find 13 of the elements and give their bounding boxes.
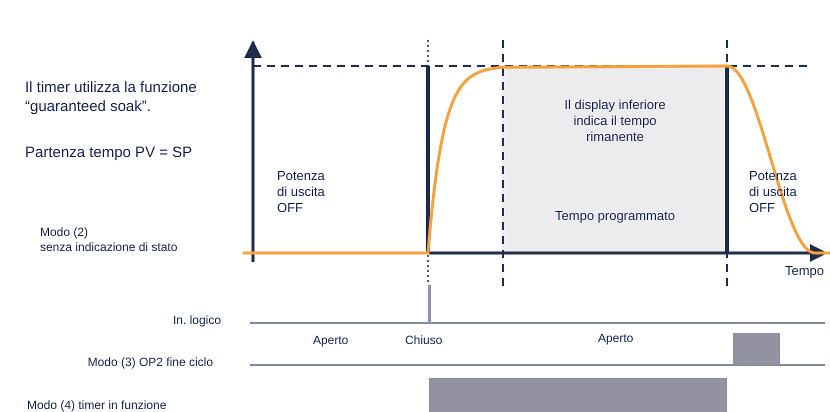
region-label: Tempo programmato — [555, 208, 675, 224]
axis-label: Tempo — [785, 263, 824, 279]
note-text: Il timer utilizza la funzione “guaranteed soak”. — [25, 78, 197, 116]
state-label: Chiuso — [405, 333, 442, 348]
state-label: Aperto — [598, 331, 634, 346]
region-label: Il display inferiore indica il tempo rimanente — [564, 97, 666, 145]
state-label: Aperto — [313, 333, 348, 348]
signal-label: Modo (3) OP2 fine ciclo — [88, 355, 213, 370]
region-label: Potenza di uscita OFF — [277, 168, 325, 216]
signal-label: Modo (2) senza indicazione di stato — [40, 225, 178, 255]
signal-label: Modo (4) timer in funzione — [27, 398, 166, 412]
signal-label: In. logico — [172, 313, 221, 328]
note-text: Partenza tempo PV = SP — [25, 143, 192, 162]
